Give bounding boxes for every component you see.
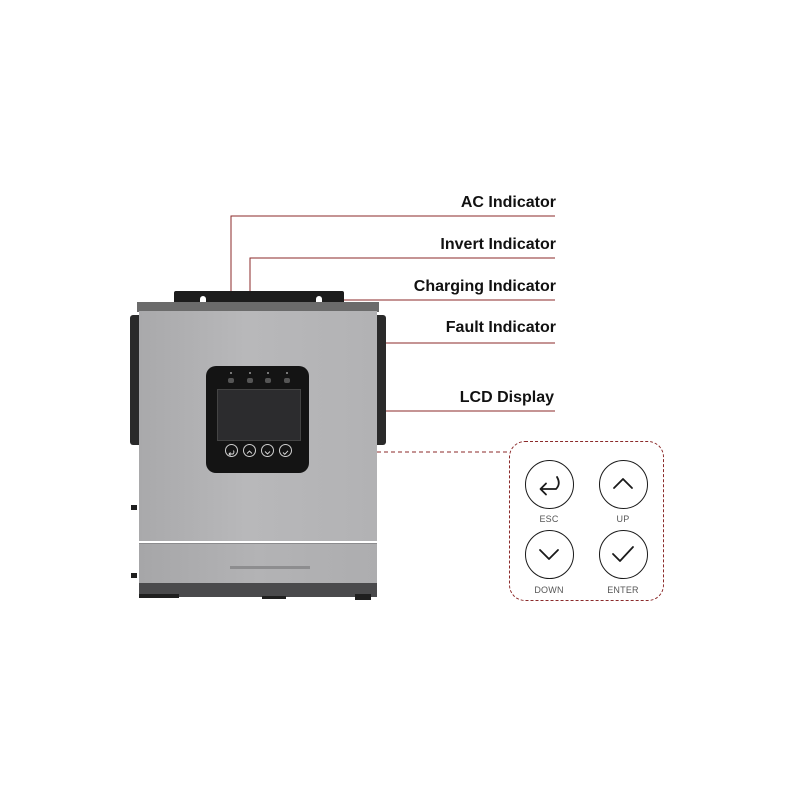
esc-button[interactable] — [525, 460, 574, 509]
enter-button[interactable] — [599, 530, 648, 579]
down-label: DOWN — [534, 585, 564, 595]
enter-button-small — [279, 444, 292, 457]
return-arrow-icon — [539, 476, 560, 496]
ac-indicator-label: AC Indicator — [460, 194, 556, 211]
terminal-knob — [131, 573, 137, 578]
fault-indicator-label: Fault Indicator — [445, 319, 556, 336]
lcd-display — [217, 389, 301, 441]
fault-indicator-led — [284, 378, 290, 383]
keypad-detail-callout — [509, 441, 664, 601]
led-symbol — [230, 372, 232, 374]
ac-indicator-led — [228, 378, 234, 383]
brand-strip — [230, 566, 310, 569]
up-button[interactable] — [599, 460, 648, 509]
return-arrow-icon — [228, 450, 235, 456]
down-button-small — [261, 444, 274, 457]
esc-button-small — [225, 444, 238, 457]
foot — [355, 594, 371, 600]
side-panel-right — [374, 315, 386, 445]
up-button-small — [243, 444, 256, 457]
charging-indicator-led — [265, 378, 271, 383]
invert-indicator-led — [247, 378, 253, 383]
charging-indicator-label: Charging Indicator — [413, 278, 556, 295]
down-button[interactable] — [525, 530, 574, 579]
mounting-hole — [316, 296, 322, 304]
foot — [262, 596, 286, 599]
terminal-knob — [131, 505, 137, 510]
enter-label: ENTER — [607, 585, 639, 595]
housing-top-edge — [137, 302, 379, 312]
housing-lower-cover — [139, 543, 377, 584]
up-label: UP — [616, 514, 630, 524]
foot — [139, 594, 179, 598]
checkmark-icon — [612, 546, 634, 562]
led-symbol — [267, 372, 269, 374]
housing-base — [139, 583, 377, 597]
checkmark-icon — [282, 450, 289, 455]
chevron-down-icon — [264, 451, 271, 455]
esc-label: ESC — [539, 514, 559, 524]
chevron-up-icon — [613, 478, 633, 489]
invert-indicator-label: Invert Indicator — [440, 236, 556, 253]
chevron-down-icon — [539, 549, 559, 560]
chevron-up-icon — [246, 450, 253, 454]
lcd-display-label: LCD Display — [459, 389, 554, 406]
mounting-hole — [200, 296, 206, 304]
led-symbol — [249, 372, 251, 374]
led-symbol — [286, 372, 288, 374]
